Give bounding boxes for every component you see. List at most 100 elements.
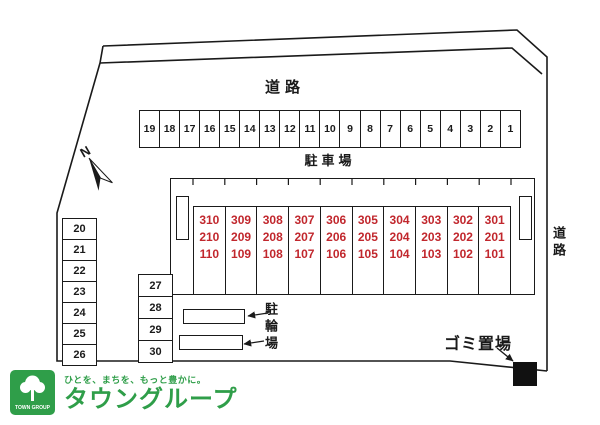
unit-number: 205 [357, 230, 378, 244]
garbage-arrow-icon [496, 347, 514, 362]
parking-space: 20 [73, 223, 86, 235]
parking-space: 18 [159, 111, 179, 147]
unit-number: 305 [357, 213, 378, 227]
parking-space: 29 [139, 318, 172, 340]
parking-space: 27 [149, 279, 162, 292]
parking-space: 12 [279, 111, 299, 147]
parking-space: 22 [63, 260, 96, 281]
logo-text: TOWN GROUP [15, 405, 51, 411]
unit-number: 203 [421, 230, 442, 244]
unit-number: 310 [199, 213, 220, 227]
unit-number: 102 [452, 247, 473, 261]
unit-number: 307 [294, 213, 315, 227]
parking-space: 25 [63, 323, 96, 344]
site-left-bottom-boundary [56, 62, 548, 372]
road-label-top: 道路 [264, 79, 305, 96]
unit-number: 101 [484, 247, 505, 261]
unit-number: 210 [199, 230, 220, 244]
unit-number: 301 [484, 213, 505, 227]
compass-arrow-light [88, 157, 113, 184]
unit-column: 306 206 106 [319, 207, 352, 294]
parking-space: 21 [63, 239, 96, 260]
parking-space: 15 [219, 111, 239, 147]
unit-column: 308 208 108 [256, 207, 288, 294]
parking-space: 3 [459, 111, 480, 147]
unit-number: 104 [389, 247, 410, 261]
bicycle-rack [179, 335, 243, 350]
parking-space: 1 [499, 111, 520, 147]
unit-number: 208 [262, 230, 283, 244]
parking-lot-label: 駐車場 [304, 153, 356, 168]
parking-space: 26 [63, 344, 96, 365]
road-inner-edge [99, 47, 543, 75]
parking-space: 17 [179, 111, 199, 147]
unit-number: 209 [231, 230, 252, 244]
unit-number: 303 [421, 213, 442, 227]
town-group-logo: TOWN GROUP [10, 370, 55, 415]
building-ticks [192, 178, 512, 185]
unit-number: 110 [199, 247, 220, 261]
unit-number: 109 [231, 247, 252, 261]
parking-space: 8 [359, 111, 380, 147]
unit-number: 202 [452, 230, 473, 244]
unit-number: 204 [389, 230, 410, 244]
pointer-arrows [243, 311, 514, 362]
parking-space: 11 [299, 111, 319, 147]
unit-number: 206 [326, 230, 347, 244]
parking-space: 30 [139, 340, 172, 362]
parking-space: 16 [199, 111, 219, 147]
unit-column: 310 210 110 [194, 207, 225, 294]
footer: TOWN GROUP ひとを、まちを、もっと豊かに。 タウングループ [10, 370, 238, 415]
parking-space: 24 [63, 302, 96, 323]
bicycle-arrow-icon [247, 311, 269, 319]
unit-column: 304 204 104 [383, 207, 415, 294]
unit-column: 303 203 103 [414, 207, 447, 294]
stairwell-right [519, 196, 532, 240]
unit-number: 107 [294, 247, 315, 261]
parking-space: 19 [143, 123, 156, 135]
parking-space: 7 [379, 111, 400, 147]
unit-number: 309 [231, 213, 252, 227]
parking-space: 2 [479, 111, 500, 147]
road-left-edge [99, 45, 104, 64]
unit-column: 302 202 102 [446, 207, 479, 294]
unit-number: 108 [262, 247, 283, 261]
footer-brand: タウングループ [64, 386, 238, 413]
footer-text: ひとを、まちを、もっと豊かに。 タウングループ [64, 370, 238, 414]
unit-number: 103 [421, 247, 442, 261]
unit-number: 302 [452, 213, 473, 227]
north-compass-icon: N [77, 143, 113, 191]
bicycle-rack [183, 309, 245, 324]
unit-column: 301 201 101 [478, 207, 510, 294]
garbage-area-label: ゴミ置場 [444, 336, 513, 353]
outer-boundary [102, 29, 548, 371]
unit-number: 306 [326, 213, 347, 227]
parking-space: 9 [339, 111, 359, 147]
parking-space: 10 [319, 111, 339, 147]
compass-arrow-dark [89, 158, 101, 191]
unit-number: 308 [262, 213, 283, 227]
parking-space: 23 [63, 281, 96, 302]
unit-number: 201 [484, 230, 505, 244]
unit-column: 309 209 109 [224, 207, 257, 294]
parking-space: 4 [439, 111, 460, 147]
tree-icon: TOWN GROUP [15, 375, 51, 411]
bicycle-arrow-icon [243, 339, 265, 347]
stairwell-left [176, 196, 189, 240]
road-label-right: 道路 [551, 226, 566, 260]
unit-number: 304 [389, 213, 410, 227]
parking-space: 28 [139, 296, 172, 318]
garbage-box [513, 362, 537, 386]
parking-space: 13 [259, 111, 279, 147]
unit-number: 106 [326, 247, 347, 261]
bicycle-parking-label: 駐輪場 [263, 302, 278, 353]
footer-tagline: ひとを、まちを、もっと豊かに。 [64, 375, 207, 385]
